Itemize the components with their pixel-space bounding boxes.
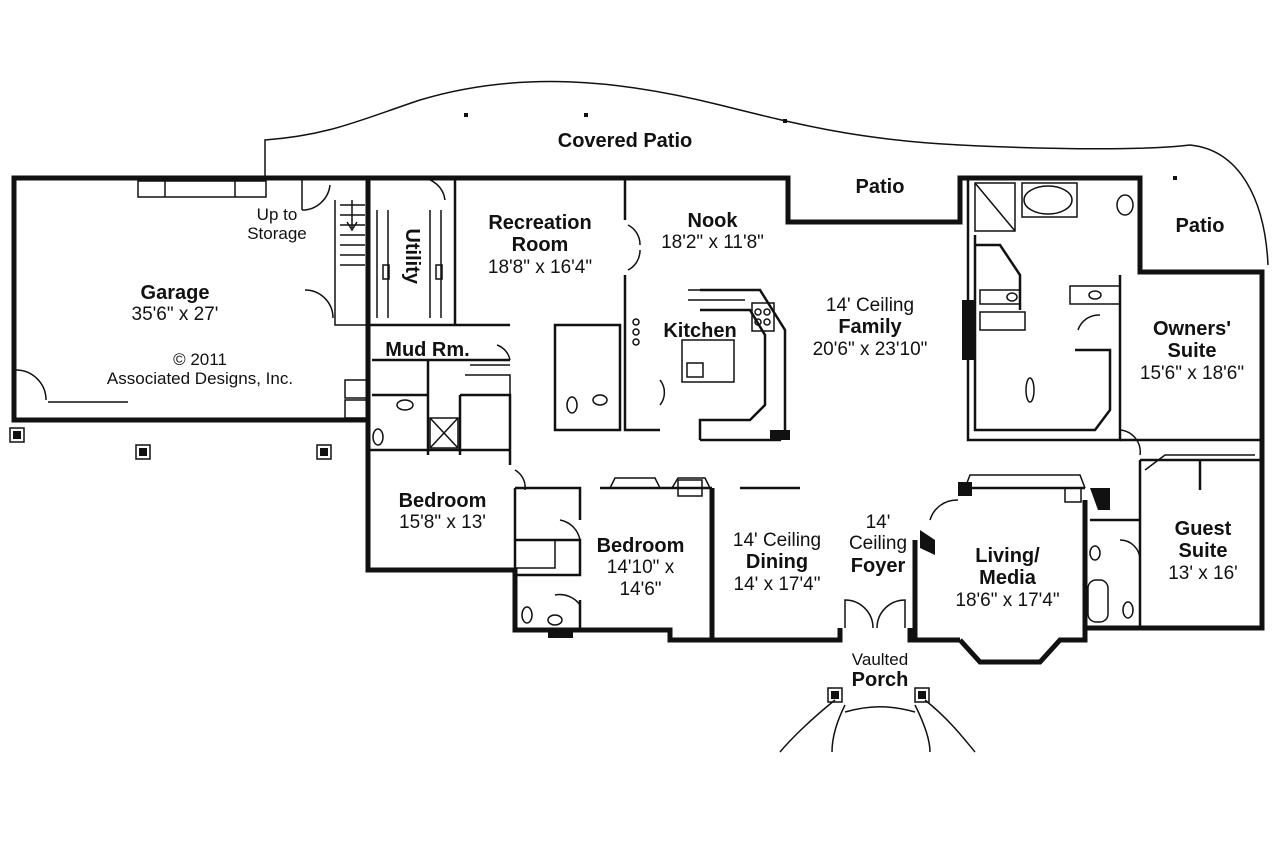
living-media-label: Living/ Media 18'6" x 17'4" — [955, 545, 1060, 611]
garage-walls — [11, 175, 371, 423]
family-room-label: 14' Ceiling Family 20'6" x 23'10" — [812, 295, 928, 360]
copyright-label: © 2011 Associated Designs, Inc. — [106, 350, 294, 389]
wall-accents — [548, 300, 1110, 638]
foyer-label: 14' Ceiling Foyer — [848, 512, 908, 577]
closet-fixtures — [376, 210, 1255, 503]
covered-patio-label: Covered Patio — [557, 130, 693, 152]
door-swings — [419, 177, 1141, 629]
patio-post-dots — [464, 113, 1177, 180]
recreation-room-label: Recreation Room 18'8" x 16'4" — [487, 212, 593, 278]
kitchen-label: Kitchen — [663, 320, 737, 342]
bedroom-middle-label: Bedroom 14'10" x 14'6" — [596, 535, 685, 600]
utility-label: Utility — [401, 228, 424, 284]
nook-label: Nook 18'2" x 11'8" — [661, 210, 764, 254]
dining-label: 14' Ceiling Dining 14' x 17'4" — [732, 530, 822, 595]
up-to-storage-label: Up to Storage — [247, 205, 307, 244]
garage-label: Garage 35'6" x 27' — [131, 282, 219, 326]
bedroom-left-label: Bedroom 15'8" x 13' — [398, 490, 487, 534]
main-house-walls — [365, 175, 1265, 665]
mud-room-label: Mud Rm. — [385, 339, 470, 361]
kitchen-fixtures — [632, 289, 775, 383]
vaulted-porch-label: Vaulted Porch — [851, 650, 909, 692]
garage-post-markers — [9, 427, 332, 460]
patio-center-label: Patio — [855, 176, 905, 198]
covered-patio-outline — [264, 80, 1269, 266]
patio-right-label: Patio — [1175, 215, 1225, 237]
guest-suite-label: Guest Suite 13' x 16' — [1168, 518, 1238, 584]
bathroom-fixtures — [372, 182, 1134, 626]
porch-steps — [779, 687, 976, 753]
owners-suite-label: Owners' Suite 15'6" x 18'6" — [1139, 318, 1245, 384]
